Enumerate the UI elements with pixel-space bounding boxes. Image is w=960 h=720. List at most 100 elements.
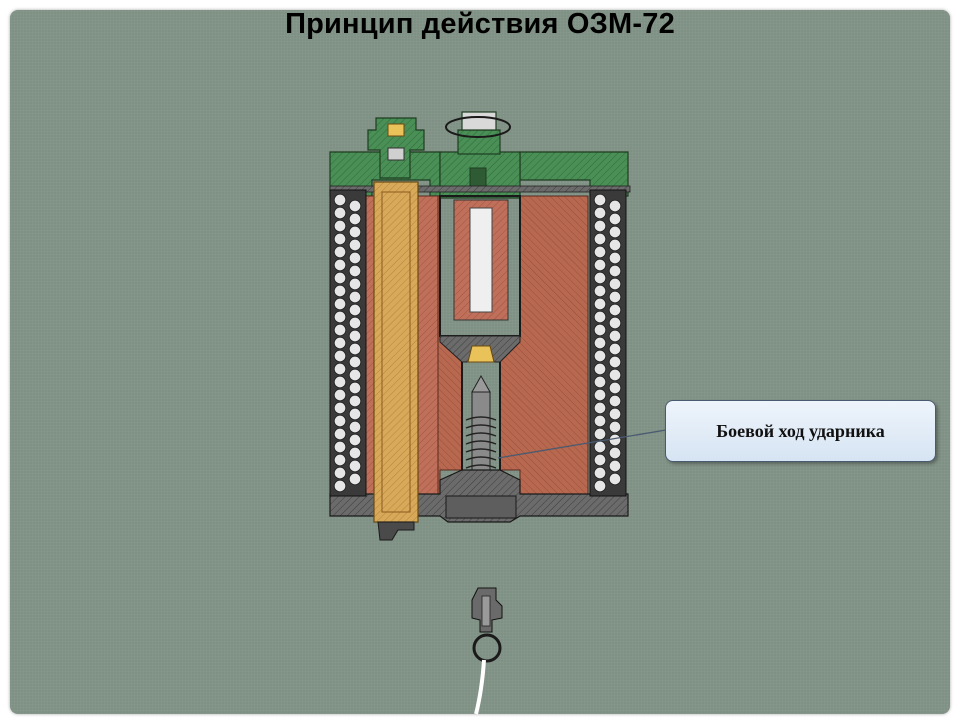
fragment-ball (608, 199, 622, 213)
callout-leader (497, 429, 667, 459)
body-top-rim (329, 185, 631, 193)
fragment-balls (333, 193, 622, 493)
fragment-ball (593, 401, 607, 415)
fragment-ball (593, 193, 607, 207)
fragment-ball (608, 303, 622, 317)
fragment-ball (608, 407, 622, 421)
fragment-ball (333, 310, 347, 324)
fragment-ball (593, 219, 607, 233)
fragment-ball (593, 310, 607, 324)
fragment-ball (593, 466, 607, 480)
fragment-ball (593, 440, 607, 454)
fragment-ball (333, 362, 347, 376)
fragment-ball (333, 466, 347, 480)
fragment-ball (593, 284, 607, 298)
fragment-ball (608, 277, 622, 291)
fragment-ball (333, 284, 347, 298)
fragment-ball (608, 329, 622, 343)
fragment-ball (608, 264, 622, 278)
fragment-ball (608, 459, 622, 473)
fragment-ball (333, 479, 347, 493)
fragment-ball (333, 453, 347, 467)
fragment-ball (348, 251, 362, 265)
fragment-ball (593, 453, 607, 467)
fragment-ball (593, 388, 607, 402)
fragment-ball (593, 375, 607, 389)
fragment-ball (608, 394, 622, 408)
fragment-ball (333, 193, 347, 207)
fragment-ball (348, 199, 362, 213)
fragment-ball (348, 329, 362, 343)
fragment-ball (348, 225, 362, 239)
fragment-ball (333, 427, 347, 441)
fragment-ball (348, 277, 362, 291)
fragment-ball (608, 225, 622, 239)
fragment-ball (348, 407, 362, 421)
fragment-ball (333, 297, 347, 311)
fragment-ball (608, 238, 622, 252)
fragment-ball (348, 446, 362, 460)
fragment-ball (348, 420, 362, 434)
fragment-ball (608, 355, 622, 369)
fragment-ball (348, 264, 362, 278)
fragment-ball (348, 316, 362, 330)
fragment-ball (348, 381, 362, 395)
fragment-ball (593, 336, 607, 350)
fragment-ball (348, 394, 362, 408)
fragment-ball (593, 414, 607, 428)
fragment-ball (333, 336, 347, 350)
fragment-ball (333, 375, 347, 389)
fragment-ball (348, 238, 362, 252)
fragment-ball (608, 472, 622, 486)
fragment-ball (593, 297, 607, 311)
fragment-ball (348, 472, 362, 486)
fragment-ball (333, 271, 347, 285)
fragment-ball (608, 433, 622, 447)
fragment-ball (333, 219, 347, 233)
fragment-ball (593, 258, 607, 272)
expelling-charge-tube (373, 181, 419, 541)
fragment-ball (348, 368, 362, 382)
fragment-ball (348, 342, 362, 356)
fragment-ball (333, 388, 347, 402)
fragment-ball (593, 349, 607, 363)
fragment-ball (333, 401, 347, 415)
fragment-ball (593, 245, 607, 259)
slide-title: Принцип действия ОЗМ-72 (285, 8, 675, 40)
fragment-ball (608, 251, 622, 265)
fragment-ball (333, 206, 347, 220)
fragment-ball (333, 232, 347, 246)
fragment-ball (608, 290, 622, 304)
fragment-ball (608, 446, 622, 460)
fragment-ball (333, 349, 347, 363)
fragment-ball (593, 362, 607, 376)
fragment-ball (333, 414, 347, 428)
fragment-ball (593, 232, 607, 246)
fragment-ball (608, 212, 622, 226)
fragment-ball (593, 206, 607, 220)
fragment-ball (348, 303, 362, 317)
fragment-ball (593, 479, 607, 493)
central-tube (439, 195, 521, 363)
fragment-ball (608, 368, 622, 382)
fragment-ball (608, 381, 622, 395)
tripwire-pin (471, 587, 503, 715)
fragment-ball (608, 420, 622, 434)
striker-stroke-callout: Боевой ход ударника (665, 400, 936, 462)
fragment-ball (348, 459, 362, 473)
fragment-ball (348, 433, 362, 447)
fragment-ball (593, 271, 607, 285)
fragment-ball (348, 355, 362, 369)
fragment-ball (333, 245, 347, 259)
fragment-ball (608, 342, 622, 356)
fragment-ball (333, 258, 347, 272)
fragment-ball (608, 316, 622, 330)
fragment-ball (593, 427, 607, 441)
fragment-ball (333, 440, 347, 454)
fragment-ball (348, 212, 362, 226)
fragment-ball (593, 323, 607, 337)
fragment-ball (348, 290, 362, 304)
fragment-ball (333, 323, 347, 337)
left-fuze-head (367, 117, 425, 179)
